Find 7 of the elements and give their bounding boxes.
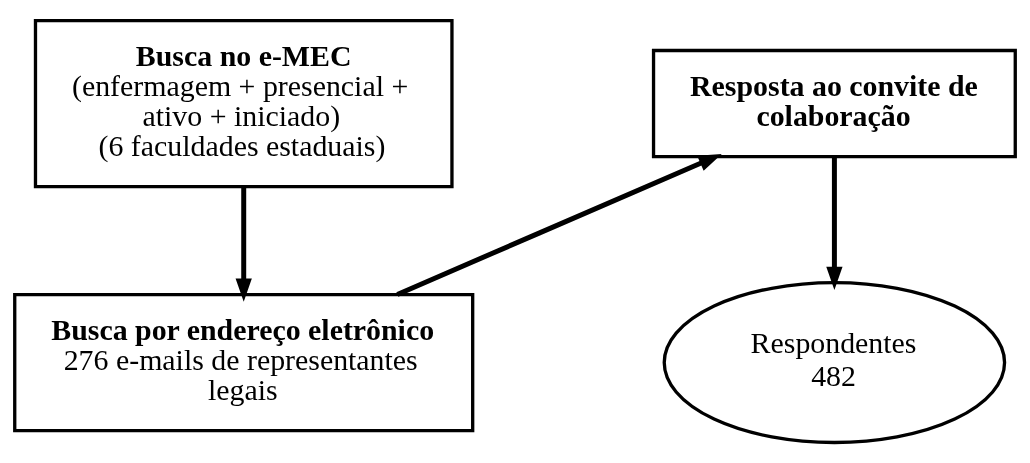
- node-box: Resposta ao convite de colaboração: [651, 48, 1017, 159]
- arrow: [235, 186, 252, 302]
- node-box: Busca no e-MEC (enfermagem + presencial + ativo + iniciado) (6 faculdades estaduais): [33, 19, 454, 189]
- arrow: [826, 157, 843, 291]
- node-box: Busca por endereço eletrônico 276 e-mails de representantes legais: [13, 292, 475, 433]
- arrow: [396, 154, 722, 297]
- node-ellipse: Respondentes 482: [662, 281, 1007, 445]
